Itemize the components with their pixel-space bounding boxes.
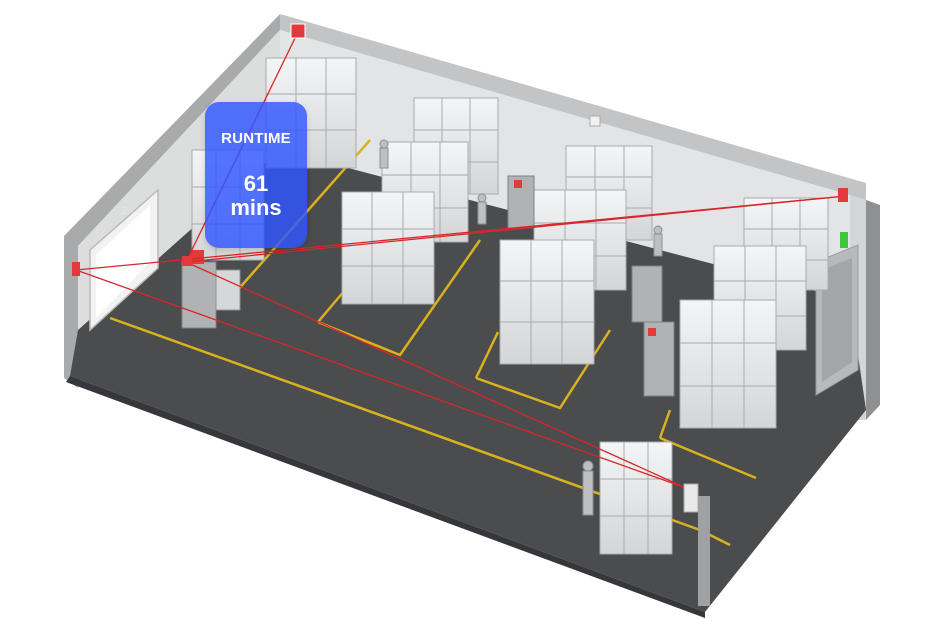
runtime-badge: RUNTIME 61 mins [205, 102, 307, 248]
wall-left [64, 14, 280, 388]
runtime-label: RUNTIME [221, 130, 291, 147]
runtime-unit: mins [230, 195, 282, 220]
wall-back [280, 14, 866, 200]
pallet-stack-right-front [679, 299, 777, 429]
loading-door-left: 2 [89, 188, 159, 332]
pallet-stack-front-trolley [599, 441, 673, 555]
worker-figure [379, 139, 663, 516]
status-green-light [840, 232, 848, 248]
sensor-icon [72, 23, 848, 276]
pallet-stack-front-center [499, 239, 595, 365]
pallet-stack-front-left [341, 191, 435, 305]
door-number: 2 [121, 205, 127, 217]
forklift-center [507, 175, 535, 229]
runtime-value: 61 [243, 171, 269, 196]
forklift-right [631, 265, 675, 397]
wall-right-outer [866, 200, 880, 420]
floor-edge-front [66, 376, 705, 618]
reader-post [683, 483, 710, 606]
